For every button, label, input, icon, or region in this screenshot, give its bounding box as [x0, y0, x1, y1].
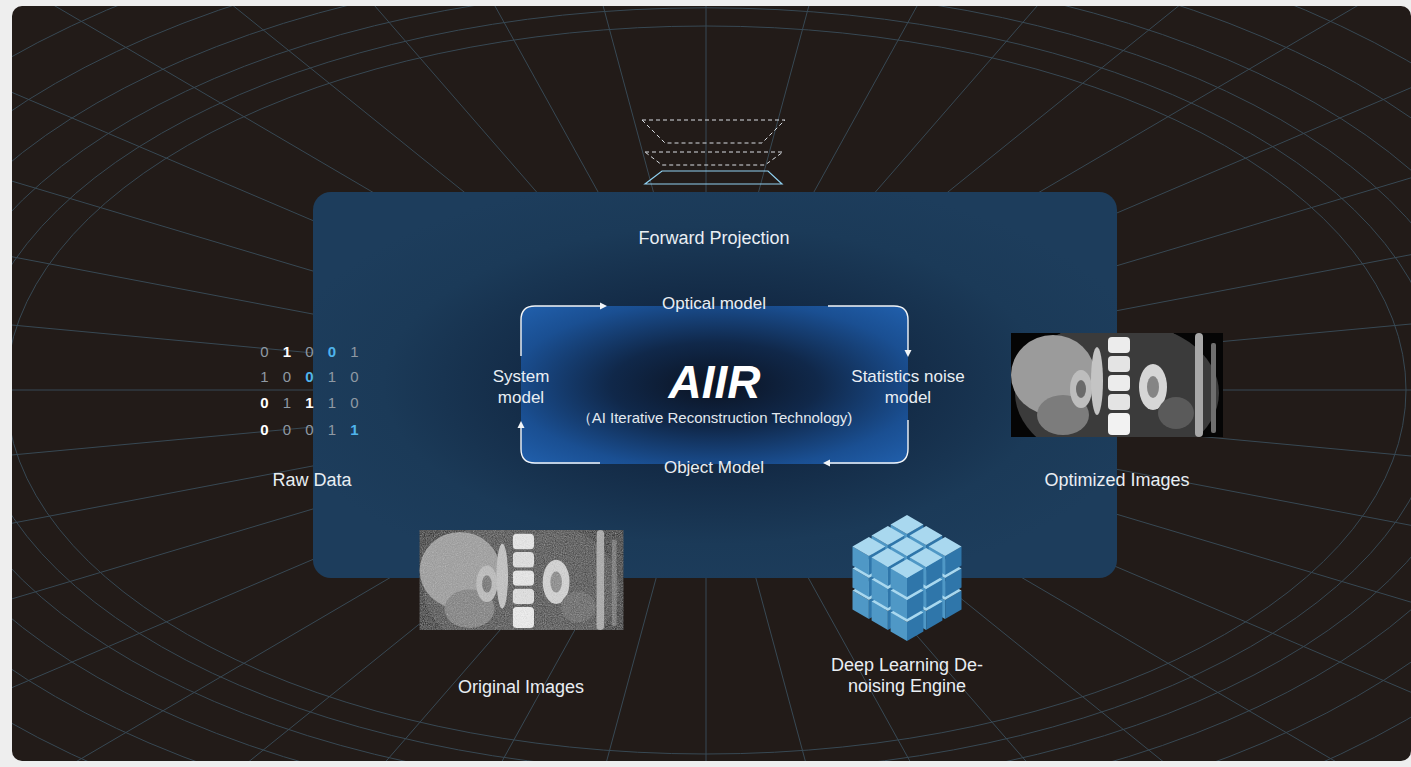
binary-digit: 0: [283, 368, 296, 385]
grid-ring: [12, 6, 1411, 761]
grid-ring: [12, 8, 1411, 761]
loop-label: Optical model: [662, 293, 766, 314]
binary-digit: [341, 343, 350, 360]
binary-digit: [319, 421, 328, 438]
binary-digit: [341, 394, 350, 411]
grid-ring: [12, 6, 1411, 761]
caption-label: Raw Data: [272, 469, 351, 492]
binary-digit: [296, 421, 305, 438]
caption-label: Optimized Images: [1044, 469, 1189, 492]
loop-label: Object Model: [664, 457, 764, 478]
binary-digit: 0: [260, 421, 273, 438]
binary-digit: [274, 394, 283, 411]
main-panel: [313, 192, 1117, 578]
grid-ring: [12, 6, 1411, 761]
product-subtitle: （AI Iterative Reconstruction Technology): [577, 408, 853, 428]
binary-digit: 1: [350, 343, 363, 360]
binary-digit: 1: [283, 343, 296, 360]
binary-digit: [341, 368, 350, 385]
cube-face: [891, 559, 924, 578]
binary-digit: 0: [305, 368, 318, 385]
binary-row: 0 1 0 0 1: [260, 343, 363, 362]
binary-digit: [341, 421, 350, 438]
caption-label: Original Images: [458, 676, 584, 699]
icon-label: Forward Projection: [638, 227, 789, 250]
binary-digit: 0: [350, 394, 363, 411]
caption-label: Deep Learning De-noising Engine: [820, 655, 995, 697]
product-name: AIIR: [669, 356, 761, 408]
perspective-grid: [12, 6, 1411, 761]
core-box: AIIR（AI Iterative Reconstruction Technol…: [521, 306, 908, 464]
binary-digit: 1: [260, 368, 273, 385]
binary-digit: 0: [260, 343, 273, 360]
binary-digit: 1: [305, 394, 318, 411]
grid-ring: [12, 26, 1406, 754]
binary-digit: [296, 394, 305, 411]
binary-digit: 1: [328, 368, 341, 385]
binary-digit: [274, 421, 283, 438]
binary-digit: 1: [328, 421, 341, 438]
binary-digit: [319, 394, 328, 411]
loop-label: System model: [481, 366, 561, 408]
binary-digit: 1: [283, 394, 296, 411]
binary-digit: 0: [305, 343, 318, 360]
binary-digit: 1: [350, 421, 363, 438]
binary-digit: [319, 343, 328, 360]
original-ct-image: [420, 518, 624, 656]
binary-digit: [296, 368, 305, 385]
grid-ring: [12, 6, 1411, 761]
binary-digit: 0: [305, 421, 318, 438]
grid-ring: [12, 6, 1411, 761]
binary-digit: 0: [260, 394, 273, 411]
binary-row: 1 0 0 1 0: [260, 368, 363, 387]
grid-line: [853, 511, 1411, 761]
loop-label: Statistics noise model: [851, 366, 966, 408]
binary-digit: 0: [283, 421, 296, 438]
binary-digit: 0: [328, 343, 341, 360]
binary-row: 0 0 0 1 1: [260, 421, 363, 440]
binary-digit: [274, 343, 283, 360]
binary-digit: 1: [328, 394, 341, 411]
optimized-ct-image: [1011, 321, 1223, 465]
binary-digit: [274, 368, 283, 385]
binary-digit: [319, 368, 328, 385]
binary-digit: [296, 343, 305, 360]
cube-icon: [853, 515, 962, 641]
binary-digit: 0: [350, 368, 363, 385]
binary-row: 0 1 1 1 0: [260, 394, 363, 413]
